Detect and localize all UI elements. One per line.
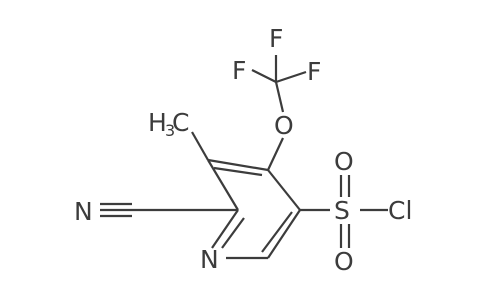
chlorine-label: Cl [388, 196, 412, 225]
bond-o-cf3 [274, 81, 285, 113]
bonds [100, 55, 388, 260]
methyl-h-label: H [148, 108, 167, 137]
bond-n1-c2 [211, 209, 239, 249]
bond-c4-o [267, 137, 284, 171]
methyl-subscript: 3 [165, 121, 175, 140]
fluorine-left-label: F [232, 56, 246, 85]
sulfur-label: S [334, 196, 350, 225]
fluorine-top-label: F [269, 24, 283, 53]
bond-c2-c3 [207, 159, 239, 211]
bond-cf3-f-left [251, 69, 277, 83]
bond-c3-c4-inner [213, 166, 263, 177]
oxygen-ether-label: O [274, 111, 294, 140]
sulfonyl-oxygen-bottom-label: O [334, 247, 354, 276]
bond-cf3-f-right [275, 70, 307, 84]
bond-c4-c5 [267, 169, 301, 211]
fluorine-right-label: F [307, 57, 321, 86]
bond-n1-c2-inner [221, 217, 245, 249]
methyl-c-label: C [172, 108, 189, 137]
atom-labels: F F F O H 3 C N N S O O Cl [74, 24, 412, 276]
bond-c5-c6 [267, 209, 301, 259]
sulfonyl-oxygen-top-label: O [334, 147, 354, 176]
bond-c3-methyl [191, 131, 209, 161]
bond-c5-c6-inner [261, 211, 293, 253]
nitrile-nitrogen-label: N [74, 197, 93, 226]
ring-nitrogen-label: N [200, 245, 219, 274]
bond-c3-c4 [207, 158, 269, 172]
